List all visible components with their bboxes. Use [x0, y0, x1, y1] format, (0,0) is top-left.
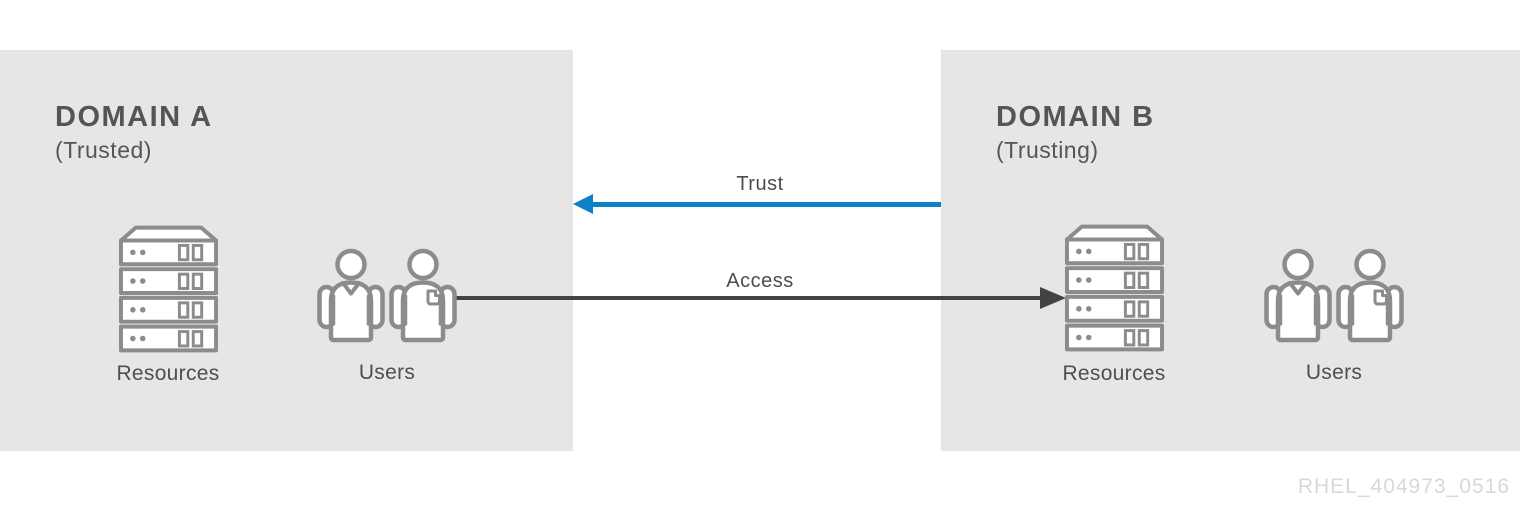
domain-b-users-label: Users: [1305, 361, 1363, 384]
domain-a-subtitle: (Trusted): [55, 137, 152, 163]
access-arrowhead-icon: [1040, 287, 1066, 309]
domain-b-subtitle: (Trusting): [996, 137, 1099, 163]
domain-a-users-label: Users: [358, 361, 416, 384]
domain-a-users-icon: [317, 248, 457, 344]
access-arrow-line: [452, 296, 1042, 300]
trust-arrowhead-icon: [573, 194, 593, 214]
domain-a-server-icon: [117, 224, 220, 354]
trust-arrow-label: Trust: [736, 173, 784, 195]
domain-b-resources-label: Resources: [1062, 362, 1166, 385]
domain-b-server-icon: [1063, 223, 1166, 353]
domain-a-title: DOMAIN A: [55, 101, 213, 133]
access-arrow-label: Access: [726, 270, 794, 292]
domain-b-users-icon: [1264, 248, 1404, 344]
watermark-text: RHEL_404973_0516: [1297, 475, 1510, 498]
domain-a-resources-label: Resources: [116, 362, 220, 385]
domain-b-box: [941, 50, 1520, 451]
domain-b-title: DOMAIN B: [996, 101, 1155, 133]
trust-arrow-line: [591, 202, 941, 207]
domain-a-box: [0, 50, 573, 451]
